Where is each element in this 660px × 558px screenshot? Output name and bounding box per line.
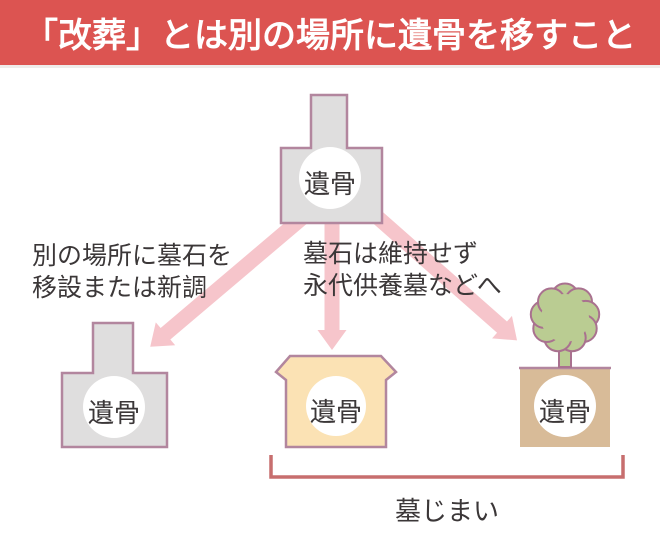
page-title: 「改葬」とは別の場所に遺骨を移すこと: [24, 17, 636, 55]
remains-label-house: 遺骨: [309, 397, 362, 427]
left-caption-line1: 別の場所に墓石を: [32, 242, 233, 270]
left-branch-caption: 別の場所に墓石を 移設または新調: [32, 240, 232, 304]
middle-caption-line2: 永代供養墓などへ: [303, 272, 502, 300]
remains-circle-left: [83, 376, 145, 438]
tree-crown-center: [541, 294, 589, 342]
middle-caption-line1: 墓石は維持せず: [303, 240, 479, 268]
arrows: [150, 210, 518, 350]
remains-label-tree: 遺骨: [538, 397, 591, 427]
arrow-left-icon: [150, 212, 307, 347]
left-caption-line2: 移設または新調: [32, 274, 208, 302]
remains-label-top: 遺骨: [303, 169, 356, 199]
title-banner: 「改葬」とは別の場所に遺骨を移すこと: [0, 0, 660, 68]
tree-icon: [529, 282, 601, 368]
bracket: [269, 455, 625, 479]
remains-label-left: 遺骨: [87, 398, 140, 428]
middle-branch-caption: 墓石は維持せず 永代供養墓などへ: [303, 238, 502, 302]
arrow-down-icon: [317, 223, 347, 350]
hakajimai-label: 墓じまい: [394, 496, 499, 526]
remains-circle-top: [299, 147, 361, 209]
remains-circle-house: [306, 376, 366, 436]
remains-circles: [83, 147, 596, 438]
remains-circle-tree: [534, 375, 596, 437]
arrow-right-icon: [371, 210, 518, 341]
